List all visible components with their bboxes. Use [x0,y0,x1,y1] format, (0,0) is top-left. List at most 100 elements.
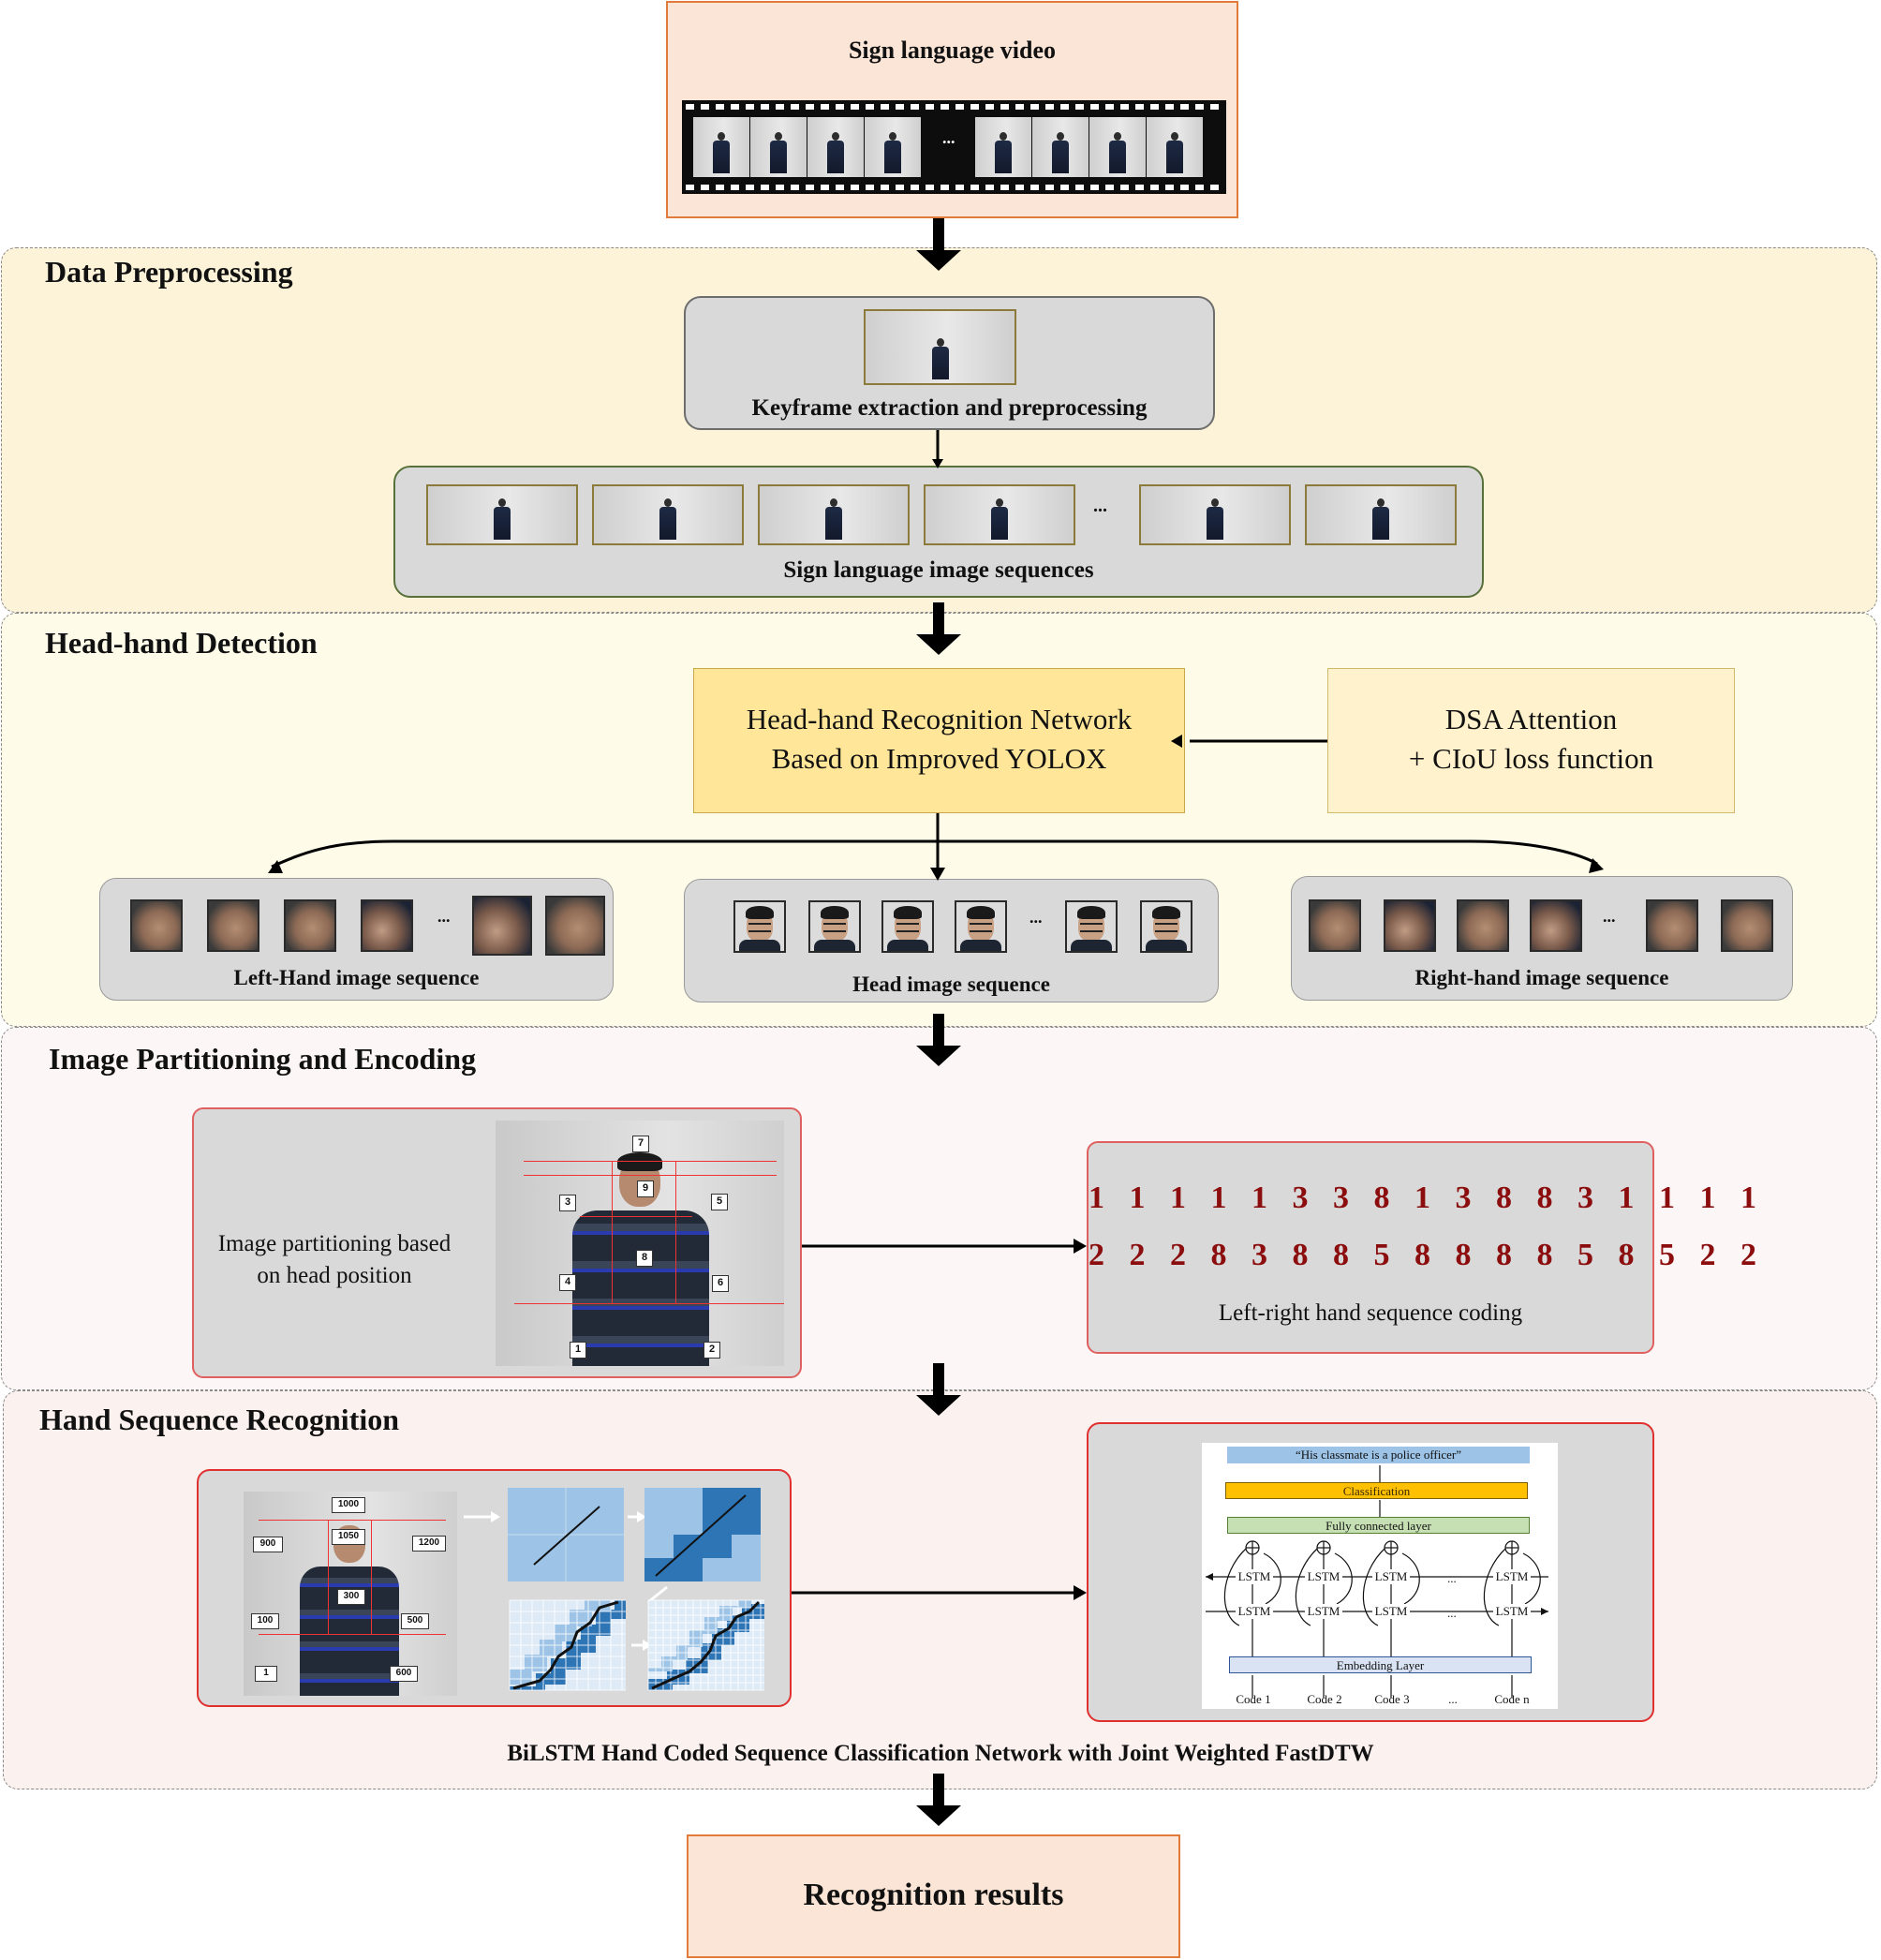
left-hand-code: 1 1 1 1 1 3 3 8 1 3 8 8 3 1 1 1 1 [1089,1180,1765,1215]
keyframe-image [864,309,1016,385]
head-thumb [955,900,1007,953]
keyframe-caption: Keyframe extraction and preprocessing [751,395,1148,421]
code-input-label: Code 2 [1307,1692,1342,1706]
fc-layer-bar: Fully connected layer [1227,1517,1530,1534]
section-title-partitioning: Image Partitioning and Encoding [49,1042,477,1076]
person-hair [617,1152,662,1171]
partition-line [371,1520,372,1634]
film-frame [1032,117,1089,177]
left-hand-thumb [130,899,183,952]
left-hand-ellipsis: ... [437,907,451,926]
partition-line [524,1175,777,1176]
film-frame [975,117,1031,177]
right-hand-ellipsis: ... [1603,907,1616,926]
left-hand-sequence-box: ... Left-Hand image sequence [99,878,614,1001]
right-hand-sequence-box: ... Right-hand image sequence [1291,876,1793,1001]
film-frame [1089,117,1146,177]
region-number: 4 [559,1274,576,1291]
head-ellipsis: ... [1029,908,1043,927]
network-label-line1: Head-hand Recognition Network [746,703,1133,735]
film-ellipsis: ... [942,128,955,147]
sequence-caption: Sign language image sequences [783,557,1094,583]
film-perforation-top [686,104,1222,110]
embedding-layer-label: Embedding Layer [1336,1658,1425,1672]
dtw-matrix-3 [509,1599,626,1691]
left-hand-thumb [284,899,336,952]
film-frame [865,117,921,177]
right-hand-thumb [1530,899,1582,952]
section-title-detection: Head-hand Detection [45,626,318,660]
head-sequence-box: ... Head image sequence [684,879,1219,1002]
partition-label-line1: Image partitioning based [217,1231,452,1256]
right-hand-thumb [1457,899,1509,952]
film-frame [750,117,807,177]
region-number: 9 [637,1180,654,1197]
lstm-cell: LSTM [1372,1604,1410,1619]
network-label-line2: Based on Improved YOLOX [771,742,1107,775]
section-title-recognition: Hand Sequence Recognition [39,1403,400,1436]
lstm-cell: LSTM [1236,1604,1273,1619]
head-thumb [1065,900,1118,953]
partition-line [328,1520,329,1634]
right-hand-thumb [1721,899,1773,952]
weight-tag: 1 [255,1666,277,1682]
head-hand-network-box: Head-hand Recognition Network Based on I… [693,668,1185,813]
left-hand-thumb [472,896,532,956]
input-video-box: Sign language video ... [666,1,1238,218]
region-number: 2 [704,1342,720,1359]
region-number: 1 [570,1342,586,1359]
classification-label: Classification [1342,1484,1411,1498]
right-hand-thumb [1646,899,1698,952]
partition-line [612,1161,613,1303]
bilstm-output-label: “His classmate is a police officer” [1296,1448,1461,1462]
weight-tag: 1050 [332,1529,365,1545]
dtw-matrix-4 [647,1599,764,1691]
right-hand-caption: Right-hand image sequence [1414,966,1669,989]
sequence-frame [1139,484,1291,545]
embedding-layer-bar: Embedding Layer [1229,1656,1532,1673]
film-perforation-bottom [686,185,1222,190]
left-hand-thumb [207,899,259,952]
region-number: 5 [711,1194,728,1210]
code-input-label: Code n [1494,1692,1530,1706]
region-number: 6 [712,1275,729,1292]
left-hand-thumb [545,896,605,956]
weighted-partition-photo: 1000 1050 900 1200 300 100 500 1 600 [244,1492,457,1696]
region-number: 3 [559,1195,576,1211]
partition-photo: 7 9 3 5 8 4 6 1 2 [496,1121,784,1366]
lstm-cell: LSTM [1493,1604,1531,1619]
region-number: 8 [636,1250,653,1267]
sequence-frame [924,484,1075,545]
weight-tag: 300 [337,1589,365,1605]
weight-tag: 500 [401,1613,429,1629]
dtw-matrix-2 [644,1488,761,1581]
lstm-ellipsis: ... [1447,1606,1457,1620]
person-torso [572,1210,709,1366]
attention-label-line2: + CIoU loss function [1408,742,1654,775]
lstm-cell: LSTM [1236,1569,1273,1584]
left-hand-caption: Left-Hand image sequence [233,966,480,989]
head-thumb [733,900,786,953]
person-torso [300,1567,399,1696]
film-frame [693,117,749,177]
section-title-preprocessing: Data Preprocessing [45,255,293,289]
head-thumb [881,900,934,953]
recognition-caption: BiLSTM Hand Coded Sequence Classificatio… [507,1741,1374,1766]
weight-tag: 1200 [412,1536,446,1552]
sequence-frame [1305,484,1457,545]
bilstm-box: “His classmate is a police officer” Clas… [1087,1422,1654,1722]
coding-caption: Left-right hand sequence coding [1218,1300,1523,1326]
input-video-title: Sign language video [848,37,1057,64]
classification-bar: Classification [1225,1482,1528,1499]
head-caption: Head image sequence [852,973,1050,996]
partitioning-box: Image partitioning based on head positio… [192,1107,802,1378]
right-hand-thumb [1384,899,1436,952]
sequence-ellipsis: ... [1093,496,1107,516]
lstm-ellipsis: ... [1447,1571,1457,1585]
partition-line [524,1161,777,1162]
partition-line [259,1520,446,1521]
right-hand-thumb [1309,899,1361,952]
fastdtw-box: 1000 1050 900 1200 300 100 500 1 600 [197,1469,792,1707]
sequence-frame [758,484,910,545]
right-hand-code: 2 2 2 8 3 8 8 5 8 8 8 8 5 8 5 2 2 [1089,1238,1765,1272]
